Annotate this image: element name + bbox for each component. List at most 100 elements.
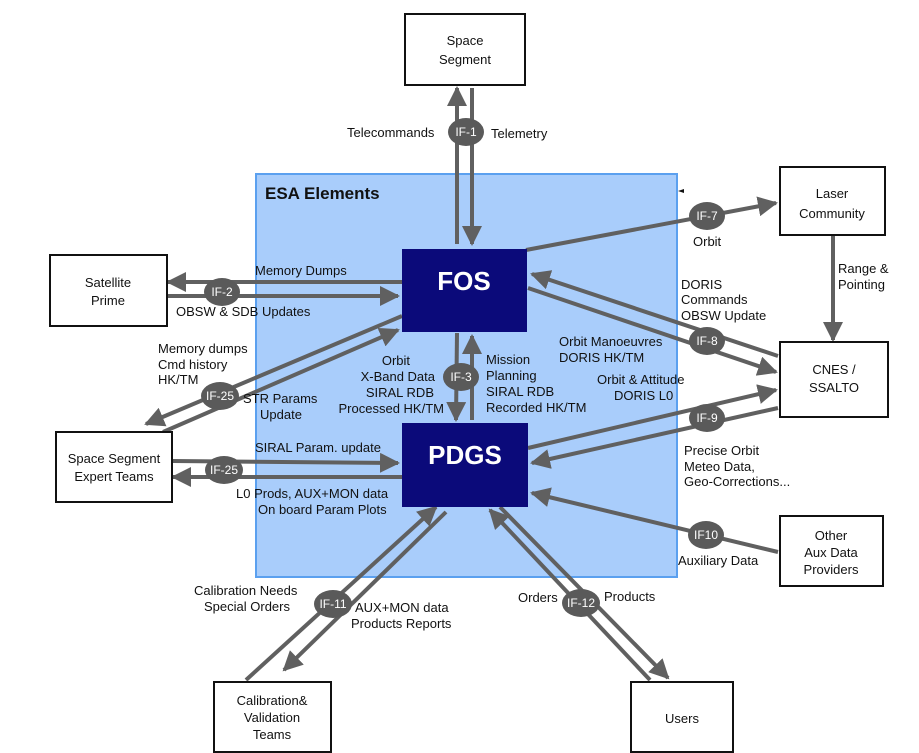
box-line: Other xyxy=(815,528,848,543)
label-xband: X-Band Data xyxy=(361,369,436,384)
label-memory-dumps-expert: Memory dumps xyxy=(158,341,248,356)
arrow-siral-update xyxy=(172,452,400,473)
if-label: IF-1 xyxy=(455,125,477,139)
label-products-reports: Products Reports xyxy=(351,616,452,631)
box-line: Calibration& xyxy=(237,693,308,708)
label-range: Range & xyxy=(838,261,889,276)
if-label: IF-25 xyxy=(210,463,238,477)
label-auxiliary: Auxiliary Data xyxy=(678,553,759,568)
if-label: IF10 xyxy=(694,528,718,542)
box-line: SSALTO xyxy=(809,380,859,395)
box-calval-teams: Calibration& Validation Teams xyxy=(213,681,332,753)
if-node-2: IF-2 xyxy=(204,278,240,306)
label-telemetry: Telemetry xyxy=(491,126,548,141)
label-products: Products xyxy=(604,589,656,604)
arrow-orbit-manoeuvres xyxy=(527,286,778,376)
label-l0-prods: L0 Prods, AUX+MON data xyxy=(236,486,389,501)
box-line: Users xyxy=(665,711,699,726)
box-line: Space Segment xyxy=(68,451,161,466)
if-node-25-lower: IF-25 xyxy=(205,456,243,484)
box-cnes-ssalto: CNES / SSALTO xyxy=(779,341,889,418)
if-label: IF-25 xyxy=(206,389,234,403)
label-pointing: Pointing xyxy=(838,277,885,292)
if-label: IF-11 xyxy=(319,597,346,611)
box-line: Providers xyxy=(804,562,859,577)
box-space-segment: Space Segment xyxy=(404,13,526,86)
label-mission: Mission xyxy=(486,352,530,367)
arrow-orbit-laser xyxy=(525,196,778,252)
box-line: Segment xyxy=(439,52,491,67)
fos-label: FOS xyxy=(437,266,490,296)
box-line: Expert Teams xyxy=(74,469,154,484)
label-cmd-history: Cmd history xyxy=(158,357,228,372)
label-orbit-attitude: Orbit & Attitude xyxy=(597,372,684,387)
box-line: Laser xyxy=(816,186,849,201)
label-orbit-fos: Orbit xyxy=(382,353,411,368)
arrow-mem-dumps-expert xyxy=(144,314,403,427)
label-doris-hktm: DORIS HK/TM xyxy=(559,350,644,365)
box-other-aux-providers: Other Aux Data Providers xyxy=(779,515,884,587)
label-siral-rdb-pdgs: SIRAL RDB xyxy=(486,384,554,399)
esa-elements-title: ESA Elements xyxy=(265,184,380,203)
tick-mark xyxy=(678,189,684,193)
box-line: Validation xyxy=(244,710,300,725)
if-node-7: IF-7 xyxy=(689,202,725,230)
box-users: Users xyxy=(630,681,734,753)
label-special-orders: Special Orders xyxy=(204,599,290,614)
box-line: Aux Data xyxy=(804,545,858,560)
if-node-25-upper: IF-25 xyxy=(201,382,239,410)
if-label: IF-7 xyxy=(696,209,718,223)
arrow-orbit-attitude xyxy=(527,384,778,450)
if-node-3: IF-3 xyxy=(443,363,479,391)
label-obsw-sdb: OBSW & SDB Updates xyxy=(176,304,311,319)
arrow-doris-commands xyxy=(530,270,779,358)
arrow-auxiliary xyxy=(530,487,779,554)
label-obsw-update: OBSW Update xyxy=(681,308,766,323)
label-orbit-manoeuvres: Orbit Manoeuvres xyxy=(559,334,663,349)
label-doris: DORIS xyxy=(681,277,723,292)
label-orders: Orders xyxy=(518,590,558,605)
arrow-str-params xyxy=(162,327,400,434)
label-update: Update xyxy=(260,407,302,422)
box-line: Teams xyxy=(253,727,292,742)
box-line: Community xyxy=(799,206,865,221)
label-planning: Planning xyxy=(486,368,537,383)
label-hktm: HK/TM xyxy=(158,372,198,387)
box-line: Satellite xyxy=(85,275,131,290)
if-node-11: IF-11 xyxy=(314,590,352,618)
label-siral-rdb-fos: SIRAL RDB xyxy=(366,385,434,400)
box-line: Space xyxy=(447,33,484,48)
label-onboard-plots: On board Param Plots xyxy=(258,502,387,517)
label-str-params: STR Params xyxy=(243,391,318,406)
label-siral-update: SIRAL Param. update xyxy=(255,440,381,455)
label-meteo: Meteo Data, xyxy=(684,459,755,474)
box-laser-community: Laser Community xyxy=(779,166,886,236)
label-commands: Commands xyxy=(681,292,748,307)
if-label: IF-9 xyxy=(696,411,718,425)
flow-labels: Telecommands Telemetry Orbit Range & Poi… xyxy=(158,125,889,631)
box-line: CNES / xyxy=(812,362,856,377)
label-doris-l0: DORIS L0 xyxy=(614,388,673,403)
if-label: IF-8 xyxy=(696,334,718,348)
if-label: IF-3 xyxy=(450,370,472,384)
if-label: IF-2 xyxy=(211,285,233,299)
label-orbit: Orbit xyxy=(693,234,722,249)
arrow-precise-orbit xyxy=(530,406,779,469)
if-label: IF-12 xyxy=(567,596,595,610)
label-geo-corrections: Geo-Corrections... xyxy=(684,474,790,489)
pdgs-label: PDGS xyxy=(428,440,502,470)
arrow-aux-mon xyxy=(282,510,448,672)
label-telecommands: Telecommands xyxy=(347,125,435,140)
if-node-10: IF10 xyxy=(688,521,724,549)
label-memory-dumps: Memory Dumps xyxy=(255,263,347,278)
box-line: Prime xyxy=(91,293,125,308)
label-calibration-needs: Calibration Needs xyxy=(194,583,298,598)
if-node-12: IF-12 xyxy=(562,589,600,617)
label-aux-mon: AUX+MON data xyxy=(355,600,449,615)
pdgs-block: PDGS xyxy=(402,423,528,507)
fos-block: FOS xyxy=(402,249,527,332)
label-recorded-hktm: Recorded HK/TM xyxy=(486,400,586,415)
if-node-8: IF-8 xyxy=(689,327,725,355)
label-processed-hktm: Processed HK/TM xyxy=(339,401,444,416)
